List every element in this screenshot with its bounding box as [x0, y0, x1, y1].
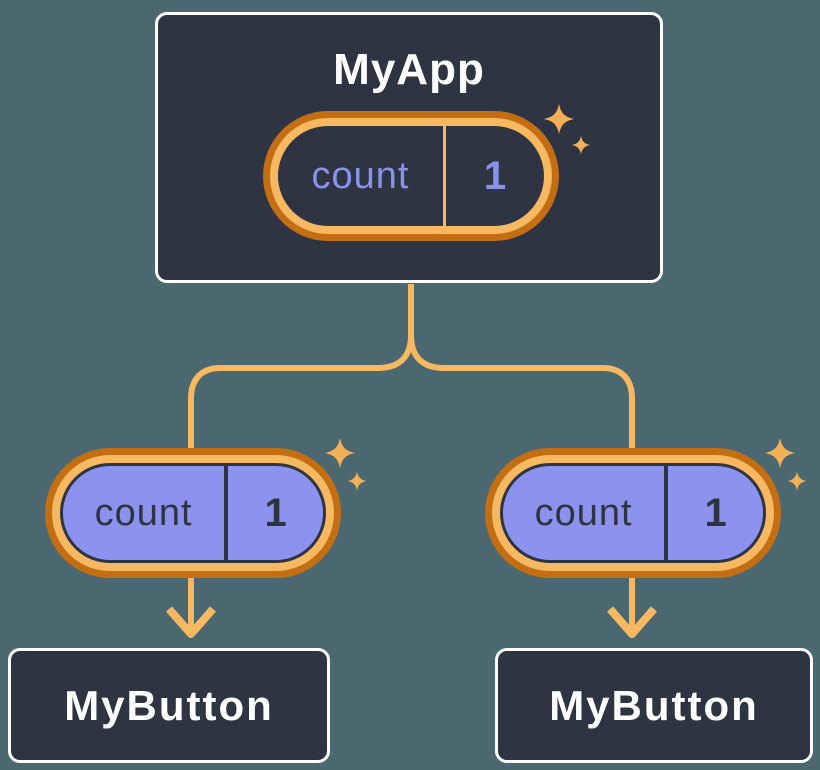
component-title: MyApp — [333, 45, 485, 94]
state-name-label: count — [94, 491, 193, 534]
branch-line-left — [188, 284, 414, 450]
state-pill-root: count 1 — [263, 111, 559, 241]
state-divider — [664, 466, 669, 560]
arrow-down-icon — [606, 606, 658, 638]
state-name-label: count — [534, 491, 633, 534]
state-pill-left: count 1 — [45, 448, 341, 578]
state-divider — [442, 126, 446, 226]
component-title: MyButton — [549, 681, 759, 729]
component-card-mybutton-right: MyButton — [495, 648, 813, 763]
state-divider — [224, 466, 229, 560]
branch-line-right — [408, 284, 635, 450]
state-value-label: 1 — [483, 153, 507, 198]
arrow-down-icon — [165, 606, 217, 638]
state-value-label: 1 — [704, 490, 727, 535]
state-pill-right: count 1 — [485, 448, 781, 578]
component-card-mybutton-left: MyButton — [8, 648, 330, 763]
state-name-label: count — [311, 154, 410, 197]
component-title: MyButton — [64, 681, 274, 729]
state-value-label: 1 — [264, 490, 287, 535]
component-card-myapp: MyApp count 1 — [155, 12, 663, 283]
